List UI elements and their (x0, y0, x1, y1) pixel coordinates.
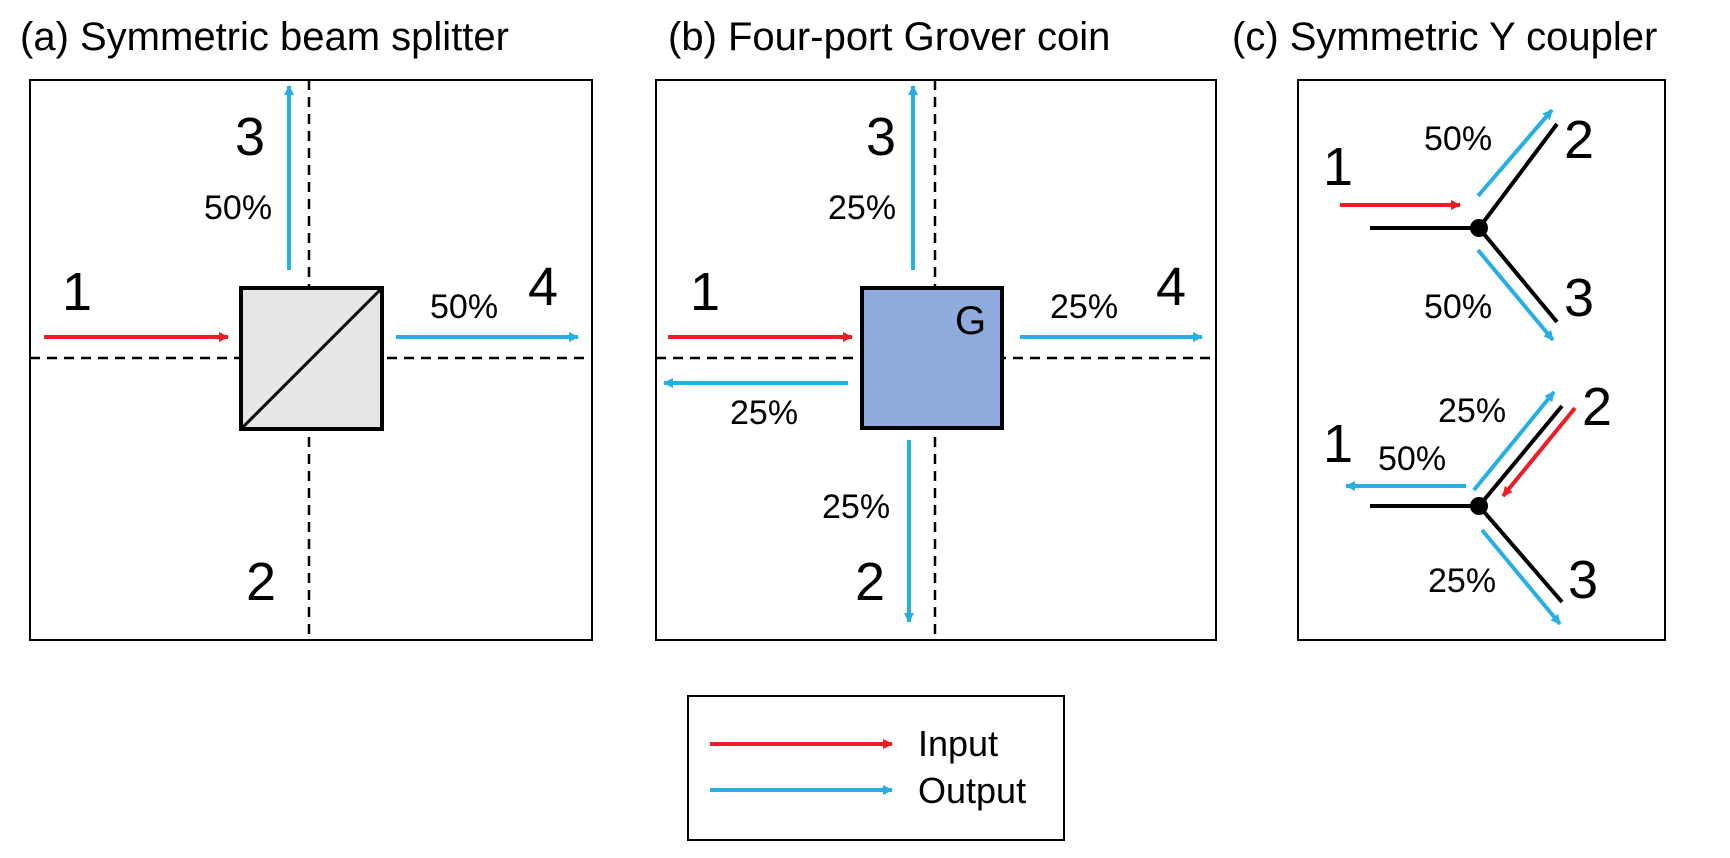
legend: Input Output (687, 695, 1065, 841)
down-split-percent: 50% (1424, 288, 1492, 326)
port-1-label: 1 (1323, 137, 1353, 197)
up-split-percent: 25% (828, 189, 896, 227)
down-split-percent: 25% (822, 488, 890, 526)
left-split-percent: 50% (1378, 440, 1446, 478)
legend-frame (687, 695, 1065, 841)
legend-input-label: Input (918, 723, 998, 764)
port-4-label: 4 (1156, 257, 1186, 317)
output-arrow-port-3 (1480, 528, 1562, 626)
panel-c: (c) Symmetric Y coupler 1 2 3 50% 50% (1232, 15, 1666, 641)
down-split-percent: 25% (1428, 562, 1496, 600)
port-2-label: 2 (246, 552, 276, 612)
y-junction-node-icon (1470, 219, 1488, 237)
lower-arm (1477, 226, 1559, 324)
back-split-percent: 25% (730, 394, 798, 432)
panel-b-title: (b) Four-port Grover coin (668, 15, 1110, 59)
port-1-label: 1 (1323, 414, 1353, 474)
port-4-label: 4 (528, 257, 558, 317)
upper-arm (1477, 404, 1564, 508)
port-1-label: 1 (690, 262, 720, 322)
upper-arm (1477, 122, 1559, 230)
output-arrow-port-3 (1476, 248, 1555, 342)
port-2-label: 2 (1582, 377, 1612, 437)
port-3-label: 3 (235, 107, 265, 167)
panel-a-frame (29, 79, 593, 641)
up-split-percent: 50% (204, 189, 272, 227)
y-coupler-top: 1 2 3 50% 50% (1323, 108, 1594, 342)
grover-coin-label: G (955, 299, 986, 343)
port-1-label: 1 (62, 262, 92, 322)
panel-a: (a) Symmetric beam splitter 1 2 3 4 50% … (20, 15, 593, 641)
up-split-percent: 25% (1438, 392, 1506, 430)
y-coupler-bottom: 1 2 3 25% 50% 25% (1323, 377, 1612, 626)
legend-output-label: Output (918, 770, 1026, 811)
up-split-percent: 50% (1424, 120, 1492, 158)
panel-b: (b) Four-port Grover coin G 1 2 3 4 25% … (655, 15, 1217, 641)
port-3-label: 3 (1568, 550, 1598, 610)
panel-c-title: (c) Symmetric Y coupler (1232, 15, 1657, 59)
port-3-label: 3 (1564, 268, 1594, 328)
output-arrow-port-2 (1472, 390, 1556, 492)
lower-arm (1477, 504, 1564, 604)
beam-splitter-cube-icon (239, 286, 384, 431)
panel-c-frame (1297, 79, 1666, 641)
output-arrow-port-2 (1476, 108, 1554, 198)
port-2-label: 2 (855, 552, 885, 612)
input-arrow-port-2 (1501, 406, 1577, 498)
right-split-percent: 25% (1050, 288, 1118, 326)
right-split-percent: 50% (430, 288, 498, 326)
grover-coin-box-icon (860, 286, 1004, 430)
port-2-label: 2 (1564, 110, 1594, 170)
panel-a-title: (a) Symmetric beam splitter (20, 15, 509, 59)
y-junction-node-icon (1470, 497, 1488, 515)
port-3-label: 3 (866, 107, 896, 167)
